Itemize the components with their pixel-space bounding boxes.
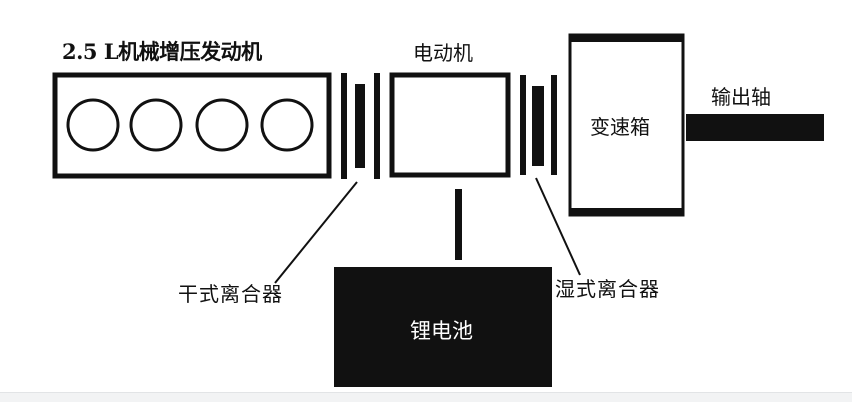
- gearbox: [568, 33, 685, 217]
- dry-clutch: [341, 73, 380, 179]
- dry-clutch-plate-2: [355, 84, 365, 168]
- wet-clutch: [520, 75, 557, 175]
- dry-clutch-plate-3: [374, 73, 380, 179]
- engine-cylinder-1: [66, 98, 120, 152]
- wet-clutch-plate-3: [551, 75, 557, 175]
- engine-body: [52, 72, 332, 179]
- gearbox-label: 变速箱: [590, 115, 650, 139]
- motor-label: 电动机: [413, 41, 473, 65]
- output-shaft: [686, 114, 824, 141]
- motor-body: [389, 72, 511, 178]
- wet-clutch-plate-1: [520, 75, 526, 175]
- engine-cylinder-4: [260, 98, 314, 152]
- battery-label: 锂电池: [410, 319, 473, 343]
- wet-clutch-label: 湿式离合器: [555, 277, 660, 301]
- wet-clutch-plate-2: [532, 86, 544, 166]
- output-shaft-label: 输出轴: [711, 85, 771, 109]
- dry-clutch-leader: [274, 181, 358, 284]
- wet-clutch-leader: [535, 177, 581, 276]
- motor-battery-connector: [455, 189, 462, 260]
- bottom-border: [0, 392, 852, 402]
- engine-cylinder-2: [129, 98, 183, 152]
- gearbox-top-edge: [570, 35, 683, 42]
- dry-clutch-label: 干式离合器: [178, 282, 283, 306]
- gearbox-bottom-edge: [570, 208, 683, 215]
- engine-cylinder-3: [195, 98, 249, 152]
- dry-clutch-plate-1: [341, 73, 347, 179]
- engine-block: [52, 72, 332, 179]
- engine-label: 2.5 L机械增压发动机: [62, 39, 262, 64]
- battery-body: [334, 267, 552, 387]
